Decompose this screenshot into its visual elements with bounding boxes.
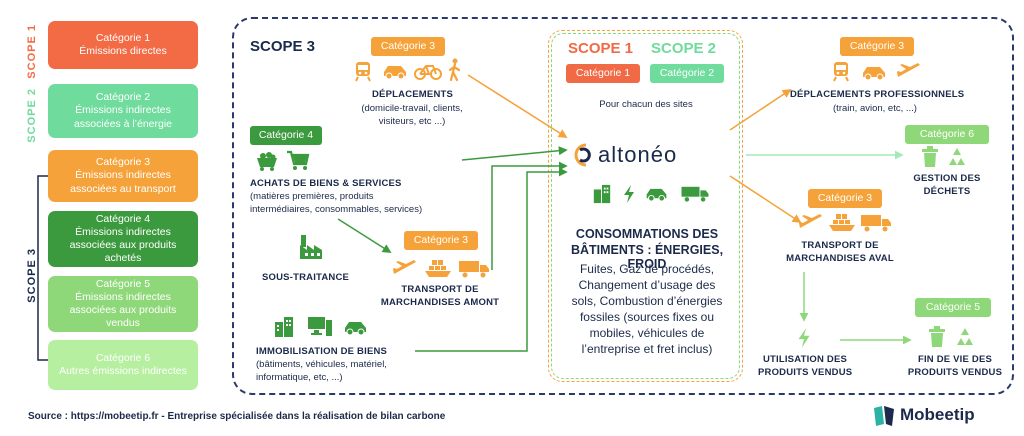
trash-icon-fin-vie xyxy=(929,326,945,347)
computer-icon xyxy=(308,317,332,336)
deplacements-category-badge: Catégorie 3 xyxy=(371,37,445,56)
car-icon-right xyxy=(863,67,885,81)
utilisation-title-1: UTILISATION DES xyxy=(762,354,848,365)
dep-pro-category-badge: Catégorie 3 xyxy=(840,37,914,56)
legend-category-3-title: Catégorie 3 xyxy=(95,156,151,169)
deplacements-desc-1: (domicile-travail, clients, xyxy=(361,103,463,114)
immo-title: IMMOBILISATION DE BIENS xyxy=(256,346,388,357)
pedestrian-icon xyxy=(448,58,461,82)
recycle-icon xyxy=(949,148,965,165)
scope1-frame xyxy=(548,30,743,382)
lightning-icon-utilisation xyxy=(798,328,810,348)
scope3-heading: SCOPE 3 xyxy=(250,38,316,55)
factory-icon xyxy=(300,235,322,259)
legend-category-1-title: Catégorie 1 xyxy=(95,31,151,44)
dechets-title-1: GESTION DES xyxy=(913,173,981,184)
legend-category-5-text: Émissions indirectes associées aux produ… xyxy=(69,290,177,330)
building-icon xyxy=(275,317,293,337)
achats-title: ACHATS DE BIENS & SERVICES xyxy=(250,178,402,189)
car-icon-center xyxy=(646,188,667,202)
bicycle-icon xyxy=(414,65,442,80)
sous-traitance-title: SOUS-TRAITANCE xyxy=(262,272,350,283)
truck-icon-center xyxy=(681,186,709,202)
truck-icon-aval xyxy=(861,215,891,232)
conso-line-5: mobiles, véhicules de xyxy=(589,326,705,340)
achats-category-badge: Catégorie 4 xyxy=(250,126,322,145)
fin-vie-category-badge: Catégorie 5 xyxy=(915,298,991,317)
legend-category-4-title: Catégorie 4 xyxy=(95,212,151,225)
conso-line-6: l’entreprise et fret inclus) xyxy=(581,342,713,356)
legend-category-3-text: Émissions indirectes associées au transp… xyxy=(70,169,176,195)
scope3-bracket xyxy=(37,175,48,361)
lightning-icon-center xyxy=(624,185,634,203)
vehicle-icon xyxy=(345,322,366,336)
scope3-frame xyxy=(232,17,1014,395)
dep-pro-title: DÉPLACEMENTS PROFESSIONNELS xyxy=(790,89,965,100)
conso-line-3: sols, Combustion d’énergies xyxy=(571,294,723,308)
conso-line-4: fossiles (sources fixes ou xyxy=(579,310,715,324)
altoneo-logo-icon xyxy=(574,143,591,167)
legend-category-2-text: Émissions indirectes associées à l’énerg… xyxy=(73,104,173,130)
transport-aval-title-2: MARCHANDISES AVAL xyxy=(786,253,894,264)
transport-aval-category-badge: Catégorie 3 xyxy=(808,189,882,208)
conso-line-1: Fuites, Gaz de procédés, xyxy=(579,262,715,276)
plane-icon-right xyxy=(897,63,920,77)
legend-category-1: Catégorie 1 Émissions directes xyxy=(48,21,198,69)
mobeetip-brand: Mobeetip xyxy=(900,405,975,424)
achats-desc-1: (matières premières, produits xyxy=(250,191,374,202)
scope1-heading: SCOPE 1 xyxy=(568,40,634,57)
legend-category-4: Catégorie 4 Émissions indirectes associé… xyxy=(48,211,198,267)
legend-category-5-title: Catégorie 5 xyxy=(95,277,151,290)
dechets-category-badge: Catégorie 6 xyxy=(905,125,989,144)
recycle-icon-fin-vie xyxy=(957,328,973,345)
scope2-frame xyxy=(551,33,740,379)
transport-amont-category-badge: Catégorie 3 xyxy=(404,231,478,250)
immo-desc-1: (bâtiments, véhicules, matériel, xyxy=(256,359,387,370)
fin-vie-title-2: PRODUITS VENDUS xyxy=(907,367,1003,378)
legend-category-6-title: Catégorie 6 xyxy=(95,351,151,364)
legend-category-1-text: Émissions directes xyxy=(79,45,167,57)
utilisation-title-2: PRODUITS VENDUS xyxy=(758,367,853,378)
building-icon-center xyxy=(593,184,611,204)
sites-text: Pour chacun des sites xyxy=(599,99,693,110)
ship-icon-aval xyxy=(829,214,855,231)
deplacements-title: DÉPLACEMENTS xyxy=(372,89,454,100)
scope1-category-badge: Catégorie 1 xyxy=(566,64,640,83)
legend-category-3: Catégorie 3 Émissions indirectes associé… xyxy=(48,150,198,202)
scope2-category-badge: Catégorie 2 xyxy=(650,64,724,83)
truck-icon xyxy=(459,261,489,278)
legend-category-6-text: Autres émissions indirectes xyxy=(59,365,187,377)
dechets-title-2: DÉCHETS xyxy=(923,186,971,197)
mobeetip-logo-icon xyxy=(874,406,894,426)
fin-vie-title-1: FIN DE VIE DES xyxy=(917,354,993,365)
legend-category-5: Catégorie 5 Émissions indirectes associé… xyxy=(48,276,198,332)
train-icon xyxy=(355,62,371,82)
dep-pro-desc: (train, avion, etc, ...) xyxy=(833,103,917,114)
plane-icon-aval xyxy=(799,214,822,228)
plane-icon xyxy=(393,260,416,274)
legend-category-2-title: Catégorie 2 xyxy=(95,91,151,104)
legend-category-6: Catégorie 6 Autres émissions indirectes xyxy=(48,340,198,390)
mining-cart-icon xyxy=(257,152,277,171)
conso-title-2: BÂTIMENTS : ÉNERGIES, FROID xyxy=(570,243,724,271)
conso-line-2: Changement d’usage des xyxy=(578,278,716,292)
deplacements-desc-2: visiteurs, etc ...) xyxy=(378,116,446,127)
transport-amont-title-2: MARCHANDISES AMONT xyxy=(380,297,500,308)
scope2-heading: SCOPE 2 xyxy=(651,40,717,57)
ship-icon xyxy=(425,260,451,277)
transport-amont-title-1: TRANSPORT DE xyxy=(401,284,479,295)
shopping-cart-icon xyxy=(287,150,310,170)
source-caption: Source : https://mobeetip.fr - Entrepris… xyxy=(28,411,446,422)
legend-category-4-text: Émissions indirectes associées aux produ… xyxy=(69,225,177,265)
achats-desc-2: intermédiaires, consommables, services) xyxy=(250,204,423,215)
train-icon-right xyxy=(833,62,849,82)
legend-category-2: Catégorie 2 Émissions indirectes associé… xyxy=(48,84,198,138)
altoneo-brand: altonéo xyxy=(598,142,678,167)
immo-desc-2: informatique, etc, ...) xyxy=(256,372,343,383)
conso-title-1: CONSOMMATIONS DES xyxy=(575,227,719,241)
trash-icon xyxy=(922,146,938,167)
car-icon xyxy=(384,66,406,80)
transport-aval-title-1: TRANSPORT DE xyxy=(801,240,879,251)
